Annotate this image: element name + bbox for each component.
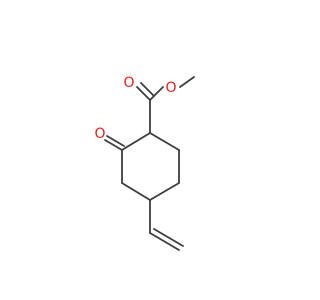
bond-ring-3-4 — [121, 182, 151, 201]
atom-label-ketone-oxygen: O — [94, 126, 105, 142]
atom-label-carbonyl-oxygen: O — [123, 75, 134, 91]
bond-ketone-double-a — [104, 139, 123, 151]
bond-carbonyl-double-b — [140, 82, 155, 97]
molecule-structure: O O O — [94, 75, 195, 251]
bond-ring-1-2 — [121, 132, 151, 151]
bond-ring-4-5 — [149, 182, 180, 201]
bond-ketone-double-b — [106, 135, 125, 147]
atom-label-ester-oxygen: O — [165, 80, 176, 96]
bond-vinyl-double-a — [149, 232, 180, 251]
bond-methyl-o — [179, 76, 195, 88]
bond-carbonyl-double-a — [136, 86, 151, 101]
bond-o-carbonyl — [149, 86, 164, 101]
bond-ring-6-1 — [149, 132, 180, 151]
bond-vinyl-double-b — [153, 228, 184, 247]
